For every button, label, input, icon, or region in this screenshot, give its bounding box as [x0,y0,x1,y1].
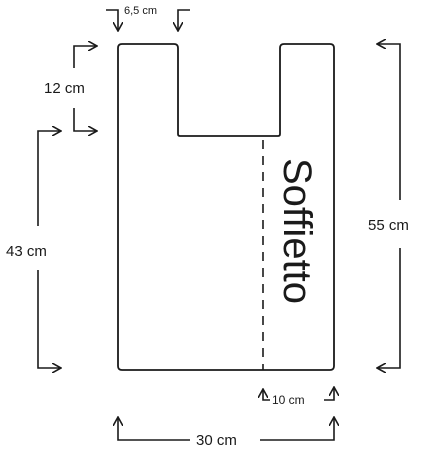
handle-height-label: 12 cm [44,80,85,97]
body-height-arrow-bottom [37,270,60,368]
body-height-arrow-top [37,131,60,226]
handle-width-label: 6,5 cm [124,5,157,17]
bag-outline [117,43,335,371]
total-width-arrow-left [118,418,190,441]
total-height-label: 55 cm [368,217,409,234]
gusset-label: Soffietto [275,158,319,304]
handle-width-arrow-left [106,9,118,30]
handle-height-arrow-top [73,46,96,68]
gusset-width-arrow-left [263,390,270,401]
total-height-arrow-bottom [378,248,401,368]
gusset-width-label: 10 cm [272,393,305,407]
handle-width-arrow-right [178,9,190,30]
total-width-label: 30 cm [196,432,237,449]
body-height-label: 43 cm [6,243,47,260]
handle-height-arrow-bottom [73,108,96,131]
total-width-arrow-right [260,418,334,441]
gusset-width-arrow-right [324,388,334,401]
total-height-arrow-top [378,44,401,200]
